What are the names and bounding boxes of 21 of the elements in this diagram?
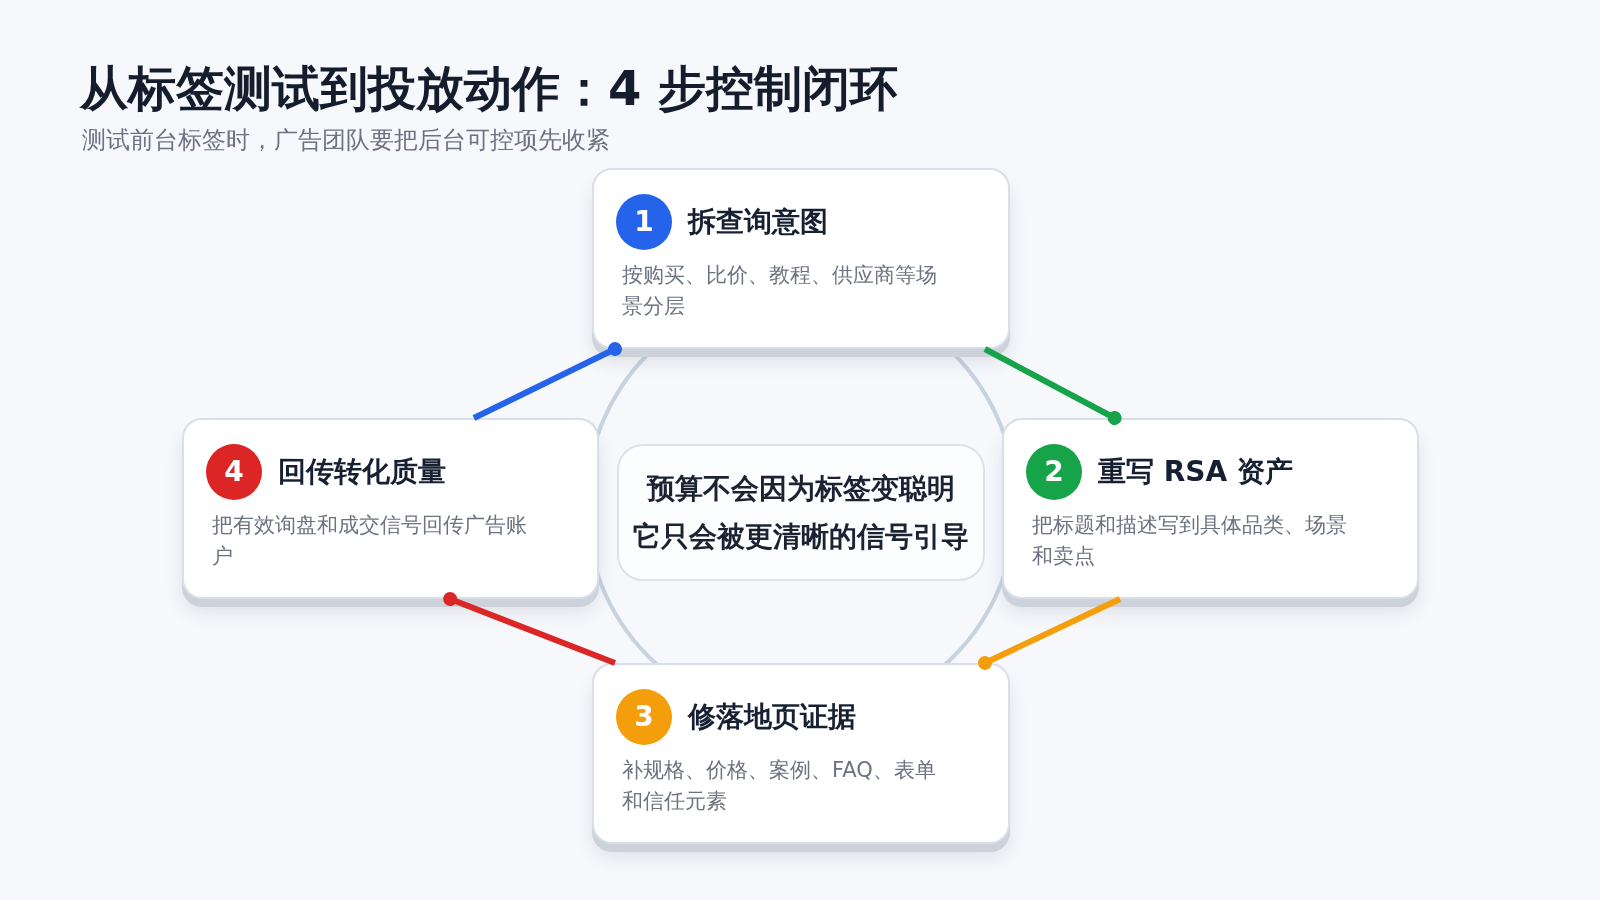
step-heading: 回传转化质量 (278, 454, 446, 490)
step-heading: 拆查询意图 (688, 204, 828, 240)
step-heading: 重写 RSA 资产 (1098, 454, 1293, 490)
connector-line (977, 596, 1122, 670)
step-description: 按购买、比价、教程、供应商等场景分层 (622, 262, 938, 320)
step-description: 补规格、价格、案例、FAQ、表单和信任元素 (622, 757, 937, 815)
message-text: 它只会被更清晰的信号引导 (633, 518, 969, 555)
step-number-badge: 1 (616, 194, 672, 250)
step-description: 把标题和描述写到具体品类、场景和卖点 (1032, 512, 1348, 570)
connector-line (472, 342, 622, 421)
message-text: 预算不会因为标签变聪明 (647, 470, 955, 507)
connector-line (443, 592, 617, 666)
title: 从标签测试到投放动作：4 步控制闭环 (80, 59, 899, 118)
step-description: 把有效询盘和成交信号回传广告账户 (212, 512, 528, 570)
step-heading: 修落地页证据 (688, 699, 856, 735)
step-number-badge: 4 (206, 444, 262, 500)
step-number-badge: 2 (1026, 444, 1082, 500)
message-box (617, 444, 985, 581)
subtitle: 测试前台标签时，广告团队要把后台可控项先收紧 (82, 125, 610, 156)
step-number-badge: 3 (616, 689, 672, 745)
connector-line (983, 346, 1122, 425)
